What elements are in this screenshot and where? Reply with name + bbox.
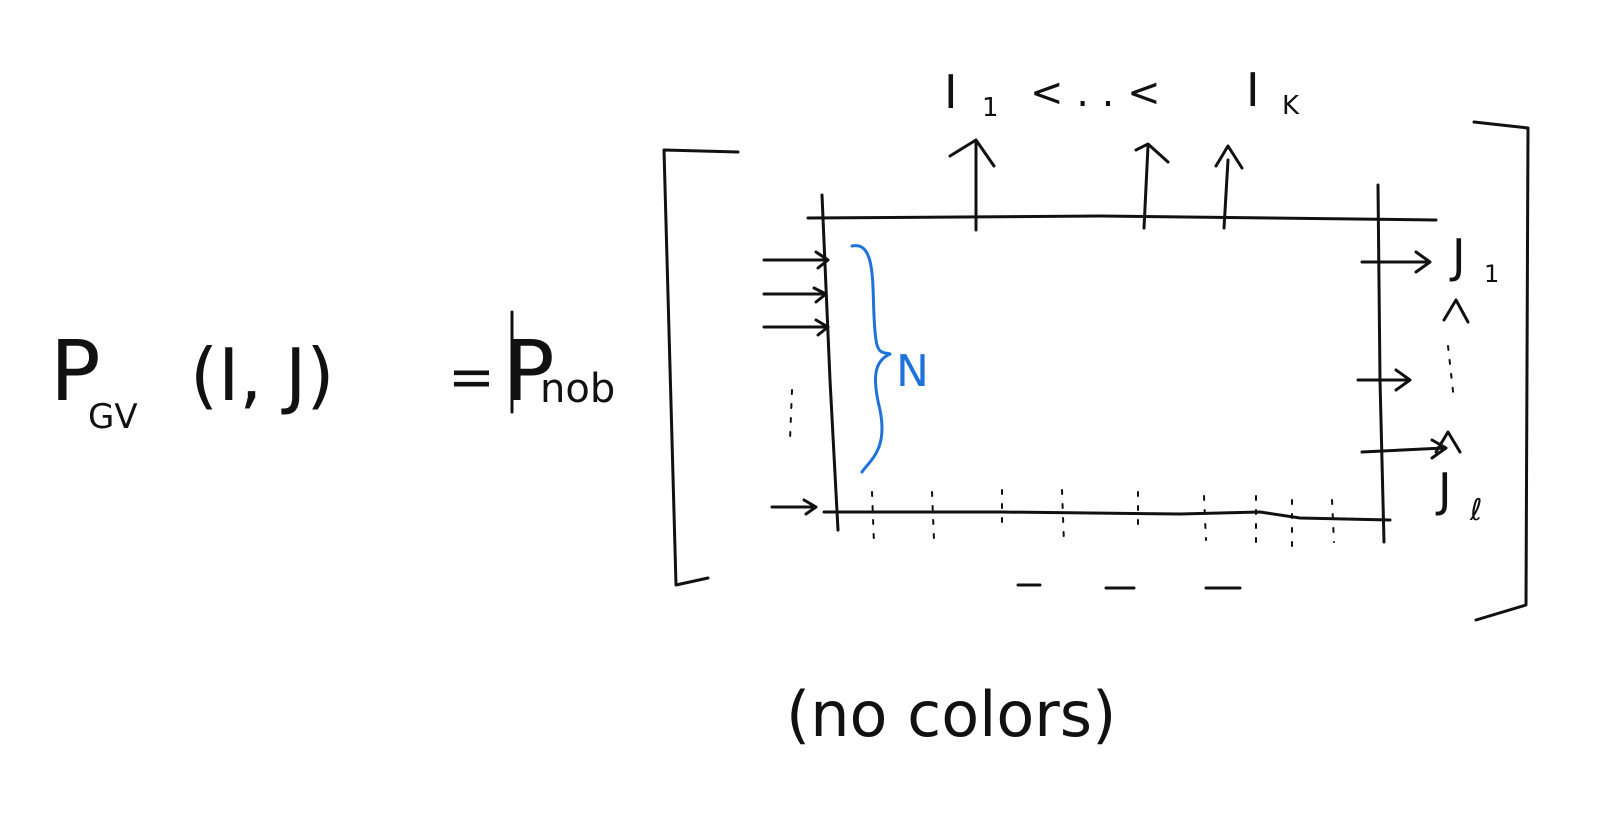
left-vertical-dots [789,389,793,441]
top-label-dots: < . . < [1030,70,1161,116]
right-bracket [1472,120,1530,622]
region-left-edge [820,193,840,532]
bottom-dots-6 [1203,495,1207,541]
right-arrow-1 [1360,250,1432,274]
brace-group: N [850,244,929,474]
top-label-ik-sub: K [1282,91,1300,121]
top-label-ik: I [1246,63,1260,117]
right-arrow-2 [1356,368,1412,392]
right-label-jl-sub: ℓ [1469,493,1482,528]
equation-lhs-args: (I, J) [190,333,334,417]
equation-rhs-subscript: nob [540,366,615,412]
right-label-jl: J [1435,463,1452,517]
brace [850,244,892,474]
right-labels: J 1 J ℓ [1434,229,1499,528]
equation-lhs-subscript: GV [88,397,138,437]
left-arrow-bottom [770,498,818,516]
left-arrow-2 [762,286,828,304]
region-right-edge [1376,183,1386,544]
bottom-dots-2 [931,491,935,541]
order-caret-top [1442,298,1470,324]
right-arrow-3 [1360,438,1448,460]
bottom-dots-4 [1061,489,1065,545]
bottom-dotted-columns [871,489,1335,553]
top-arrow-1 [948,138,996,232]
right-label-j1-sub: 1 [1484,260,1499,288]
equation-lhs-p: P [50,322,101,420]
top-arrow-2 [1134,142,1170,230]
region-top-edge [806,214,1438,222]
bottom-dots-1 [871,491,875,545]
brace-label: N [896,346,929,397]
top-label-i1: I [944,65,958,119]
bottom-dots-9 [1331,499,1335,543]
left-arrow-3 [762,318,830,337]
region-bottom-edge [822,510,1392,522]
equation: P GV (I, J) = P nob [50,310,615,437]
left-arrows [762,250,830,516]
bottom-dashes [1016,583,1242,590]
top-labels: I 1 < . . < I K [944,63,1300,123]
equation-equals: = [448,345,495,410]
order-caret-bottom [1434,430,1462,454]
caption: (no colors) [786,678,1116,751]
right-arrows [1356,250,1448,460]
top-arrow-3 [1214,144,1244,230]
left-arrow-1 [762,250,830,270]
left-bracket [662,148,740,587]
right-label-j1: J [1449,229,1466,283]
right-vertical-dots [1447,345,1455,401]
top-label-i1-sub: 1 [982,93,999,123]
